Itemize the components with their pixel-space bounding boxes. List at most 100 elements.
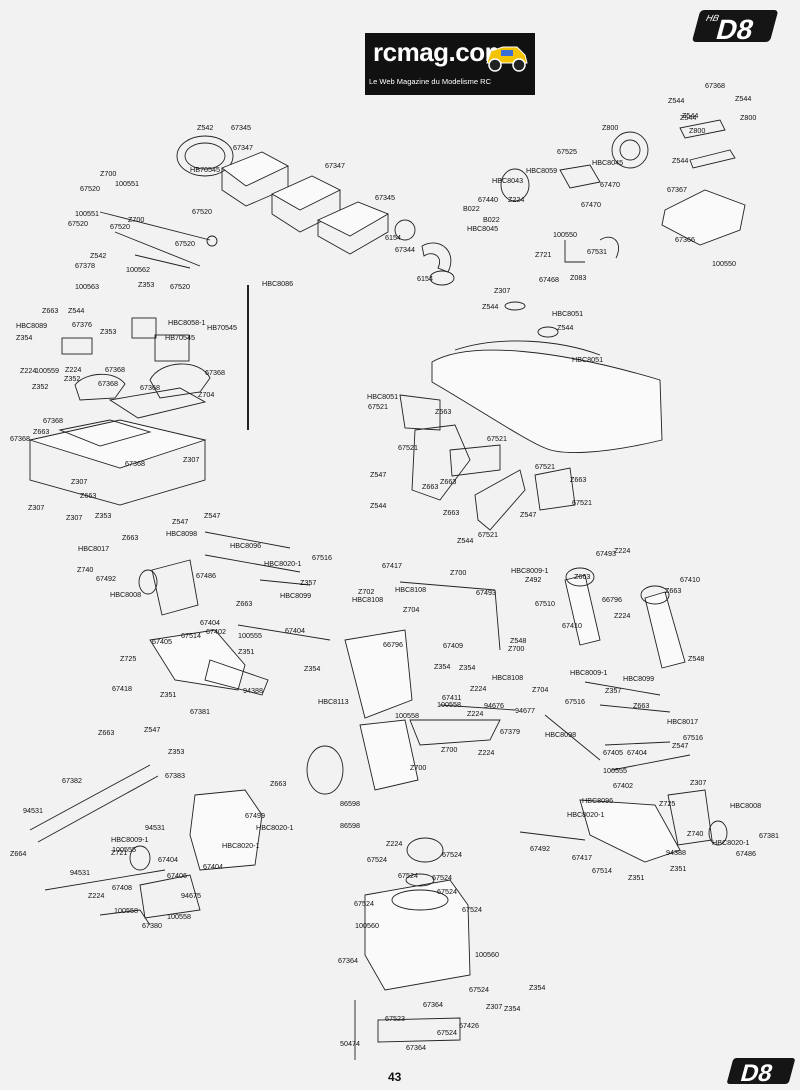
- part-label: Z725: [659, 799, 675, 808]
- part-label: 67521: [487, 434, 507, 443]
- part-label: 67516: [312, 553, 332, 562]
- part-label: 67368: [125, 459, 145, 468]
- part-label: 67520: [110, 222, 130, 231]
- part-label: HBC8058-1: [168, 318, 206, 327]
- part-label: Z663: [440, 477, 456, 486]
- part-label: HBC8098: [166, 529, 197, 538]
- part-label: 67402: [206, 627, 226, 636]
- part-label: 67368: [105, 365, 125, 374]
- part-label: 67379: [500, 727, 520, 736]
- part-label: 67468: [539, 275, 559, 284]
- part-label: HBC8086: [262, 279, 293, 288]
- part-label: 67524: [462, 905, 482, 914]
- part-label: Z663: [435, 407, 451, 416]
- part-label: Z354: [434, 662, 450, 671]
- part-label: Z800: [689, 126, 705, 135]
- part-label: Z663: [33, 427, 49, 436]
- part-label: Z224: [478, 748, 494, 757]
- part-label: 67514: [181, 631, 201, 640]
- part-label: Z354: [504, 1004, 520, 1013]
- part-label: 67378: [75, 261, 95, 270]
- part-label: 67411: [442, 693, 461, 702]
- part-label: Z547: [144, 725, 160, 734]
- part-label: Z663: [236, 599, 252, 608]
- part-label: Z544: [457, 536, 473, 545]
- part-label: Z663: [122, 533, 138, 542]
- part-label: HBC8020-1: [567, 810, 605, 819]
- part-label: 67382: [62, 776, 82, 785]
- part-label: B022: [483, 215, 500, 224]
- part-label: Z721: [111, 848, 127, 857]
- part-label: HB70545: [165, 333, 195, 342]
- part-label: Z663: [570, 475, 586, 484]
- part-label: 67516: [683, 733, 703, 742]
- part-label: 94675: [181, 891, 201, 900]
- part-label: HBC8017: [78, 544, 109, 553]
- part-label: HBC8051: [367, 392, 398, 401]
- part-label: 67524: [354, 899, 374, 908]
- part-label: HBC8020-1: [264, 559, 302, 568]
- part-label: HBC8108: [395, 585, 426, 594]
- part-label: Z307: [494, 286, 510, 295]
- part-label: HBC8008: [110, 590, 141, 599]
- page-number: 43: [388, 1070, 402, 1084]
- part-label: 67381: [190, 707, 210, 716]
- part-label: Z357: [605, 686, 621, 695]
- part-label: 67404: [627, 748, 647, 757]
- part-label: 100551: [115, 179, 139, 188]
- part-label: 67368: [140, 383, 160, 392]
- part-label: Z800: [602, 123, 618, 132]
- part-label: 100550: [553, 230, 577, 239]
- part-label: 86598: [340, 821, 360, 830]
- logo-tagline: Le Web Magazine du Modelisme RC: [369, 77, 492, 86]
- part-label: Z547: [672, 741, 688, 750]
- part-label: HBC8096: [230, 541, 261, 550]
- part-label: Z083: [570, 273, 586, 282]
- part-label: Z548: [510, 636, 526, 645]
- part-label: 94531: [23, 806, 43, 815]
- part-label: 67345: [231, 123, 251, 132]
- part-label: Z544: [668, 96, 684, 105]
- part-label: 67367: [667, 185, 687, 194]
- part-label: 100563: [75, 282, 99, 291]
- part-label: 67383: [165, 771, 185, 780]
- part-label: Z224: [508, 195, 524, 204]
- part-label: Z704: [198, 390, 214, 399]
- part-label: Z351: [628, 873, 644, 882]
- part-label: HBC8096: [582, 796, 613, 805]
- part-label: Z740: [77, 565, 93, 574]
- part-label: Z351: [670, 864, 686, 873]
- part-label: Z307: [28, 503, 44, 512]
- part-label: Z700: [450, 568, 466, 577]
- part-label: 67523: [385, 1014, 405, 1023]
- part-label: 94677: [515, 706, 535, 715]
- part-label: 67499: [245, 811, 265, 820]
- part-label: HBC8020-1: [712, 838, 750, 847]
- part-label: HB70545: [207, 323, 237, 332]
- part-label: 67376: [72, 320, 92, 329]
- part-label: HBC8108: [492, 673, 523, 682]
- part-label: 67492: [96, 574, 116, 583]
- part-label: Z544: [557, 323, 573, 332]
- part-label: Z700: [508, 644, 524, 653]
- part-label: Z307: [66, 513, 82, 522]
- part-label: Z544: [682, 111, 698, 120]
- part-label: Z663: [665, 586, 681, 595]
- part-label: Z353: [168, 747, 184, 756]
- part-label: 67404: [203, 862, 223, 871]
- part-label: Z353: [95, 511, 111, 520]
- part-label: 100555: [112, 845, 136, 854]
- part-label: 67524: [398, 871, 418, 880]
- part-label: 100558: [114, 906, 138, 915]
- part-label: 66796: [383, 640, 403, 649]
- part-label: 67368: [10, 434, 30, 443]
- part-label: Z663: [422, 482, 438, 491]
- part-label: 94388: [666, 848, 686, 857]
- part-label: 67524: [367, 855, 387, 864]
- part-label: Z353: [138, 280, 154, 289]
- part-label: 67368: [705, 81, 725, 90]
- part-label: Z704: [403, 605, 419, 614]
- part-label: Z492: [525, 575, 541, 584]
- part-label: Z547: [204, 511, 220, 520]
